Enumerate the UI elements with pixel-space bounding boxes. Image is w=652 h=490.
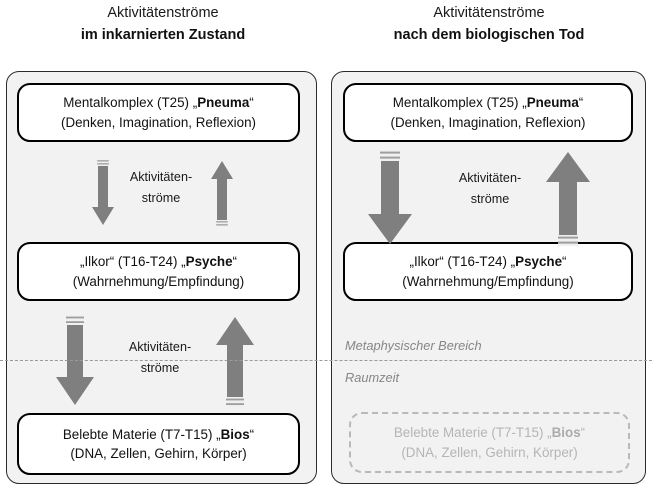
left-title-line-2: im inkarnierten Zustand (80, 26, 246, 43)
left-box-belebte-materie-line-2: (DNA, Zellen, Gehirn, Körper) (70, 446, 247, 461)
right-upper-flow-label-line-1: Aktivitäten- (458, 171, 522, 185)
right-title-line-1: Aktivitätenströme (433, 5, 545, 21)
right-box-mentalkomplex-line-2: (Denken, Imagination, Reflexion) (390, 114, 586, 130)
left-box-mentalkomplex: Mentalkomplex (T25) „Pneuma“ (Denken, Im… (17, 83, 300, 142)
left-upper-flow-label-line-2: ströme (141, 190, 181, 205)
left-box-mentalkomplex-line-2: (Denken, Imagination, Reflexion) (60, 114, 256, 130)
left-box-ilkor: „Ilkor“ (T16-T24) „Psyche“ (Wahrnehmung/… (17, 242, 300, 301)
realm-label-spacetime: Raumzeit (345, 370, 400, 385)
right-title-line-2: nach dem biologischen Tod (393, 26, 585, 43)
right-box-ilkor: „Ilkor“ (T16-T24) „Psyche“ (Wahrnehmung/… (343, 242, 633, 301)
left-lower-flow-label: Aktivitäten- ströme (110, 337, 210, 379)
right-upper-arrow-up-icon (545, 148, 591, 248)
left-box-mentalkomplex-line-1: Mentalkomplex (T25) „Pneuma“ (63, 95, 254, 111)
left-lower-flow-label-line-1: Aktivitäten- (128, 340, 192, 354)
left-upper-arrow-up-icon (210, 157, 234, 229)
metaphysical-boundary-divider (0, 360, 652, 361)
right-box-belebte-materie-inactive: Belebte Materie (T7-T15) „Bios“ (DNA, Ze… (349, 412, 630, 473)
right-column-title: Aktivitätenströme nach dem biologischen … (326, 4, 652, 45)
left-box-belebte-materie: Belebte Materie (T7-T15) „Bios“ (DNA, Ze… (17, 413, 300, 475)
left-title-line-1: Aktivitätenströme (107, 5, 219, 21)
right-upper-arrow-down-icon (367, 148, 413, 248)
right-upper-flow-label-line-2: ströme (470, 191, 510, 206)
realm-label-metaphysical: Metaphysischer Bereich (345, 338, 482, 353)
left-lower-arrow-down-icon (55, 313, 95, 409)
left-upper-flow-label: Aktivitäten- ströme (113, 167, 209, 209)
right-box-mentalkomplex: Mentalkomplex (T25) „Pneuma“ (Denken, Im… (343, 83, 633, 142)
right-upper-flow-label: Aktivitäten- ströme (437, 168, 543, 210)
left-box-ilkor-line-2: (Wahrnehmung/Empfindung) (72, 273, 245, 289)
left-box-belebte-materie-line-1: Belebte Materie (T7-T15) „Bios“ (62, 426, 255, 442)
right-box-belebte-materie-inactive-line-1: Belebte Materie (T7-T15) „Bios“ (393, 425, 586, 441)
left-column-title: Aktivitätenströme im inkarnierten Zustan… (0, 4, 326, 45)
left-box-ilkor-line-1: „Ilkor“ (T16-T24) „Psyche“ (79, 254, 238, 270)
right-box-mentalkomplex-line-1: Mentalkomplex (T25) „Pneuma“ (392, 95, 584, 111)
left-upper-arrow-down-icon (91, 157, 115, 229)
right-box-ilkor-line-1: „Ilkor“ (T16-T24) „Psyche“ (409, 254, 567, 270)
left-upper-flow-label-line-1: Aktivitäten- (129, 170, 193, 184)
right-box-belebte-materie-inactive-line-2: (DNA, Zellen, Gehirn, Körper) (401, 444, 578, 460)
left-lower-flow-label-line-2: ströme (140, 360, 180, 375)
left-lower-arrow-up-icon (215, 313, 255, 409)
right-box-ilkor-line-2: (Wahrnehmung/Empfindung) (402, 273, 574, 289)
